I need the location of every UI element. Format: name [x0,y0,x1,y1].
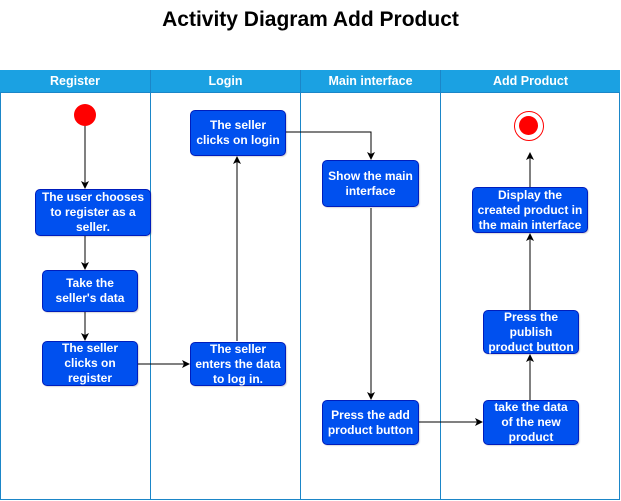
node-clicks-login: The seller clicks on login [190,110,286,156]
lane-header-add-product: Add Product [441,70,620,93]
end-node-core [519,116,538,135]
lane-header-main-interface: Main interface [301,70,440,93]
node-press-publish: Press the publish product button [483,310,579,354]
node-take-seller-data: Take the seller's data [42,270,138,312]
node-press-add: Press the add product button [322,400,419,445]
node-clicks-register: The seller clicks on register [42,341,138,386]
node-choose-register: The user chooses to register as a seller… [35,189,151,236]
lane-header-login: Login [151,70,300,93]
node-display-created: Display the created product in the main … [472,187,588,233]
start-node [74,104,96,126]
node-enters-data: The seller enters the data to log in. [190,342,286,386]
lane-add-product: Add Product [441,70,620,500]
lane-register: Register [0,70,151,500]
diagram-title: Activity Diagram Add Product [162,8,459,31]
node-take-new-product: take the data of the new product [483,400,579,445]
lane-main-interface: Main interface [301,70,441,500]
node-show-main: Show the main interface [322,160,419,207]
end-node [514,111,544,141]
lane-login: Login [151,70,301,500]
lane-header-register: Register [0,70,150,93]
